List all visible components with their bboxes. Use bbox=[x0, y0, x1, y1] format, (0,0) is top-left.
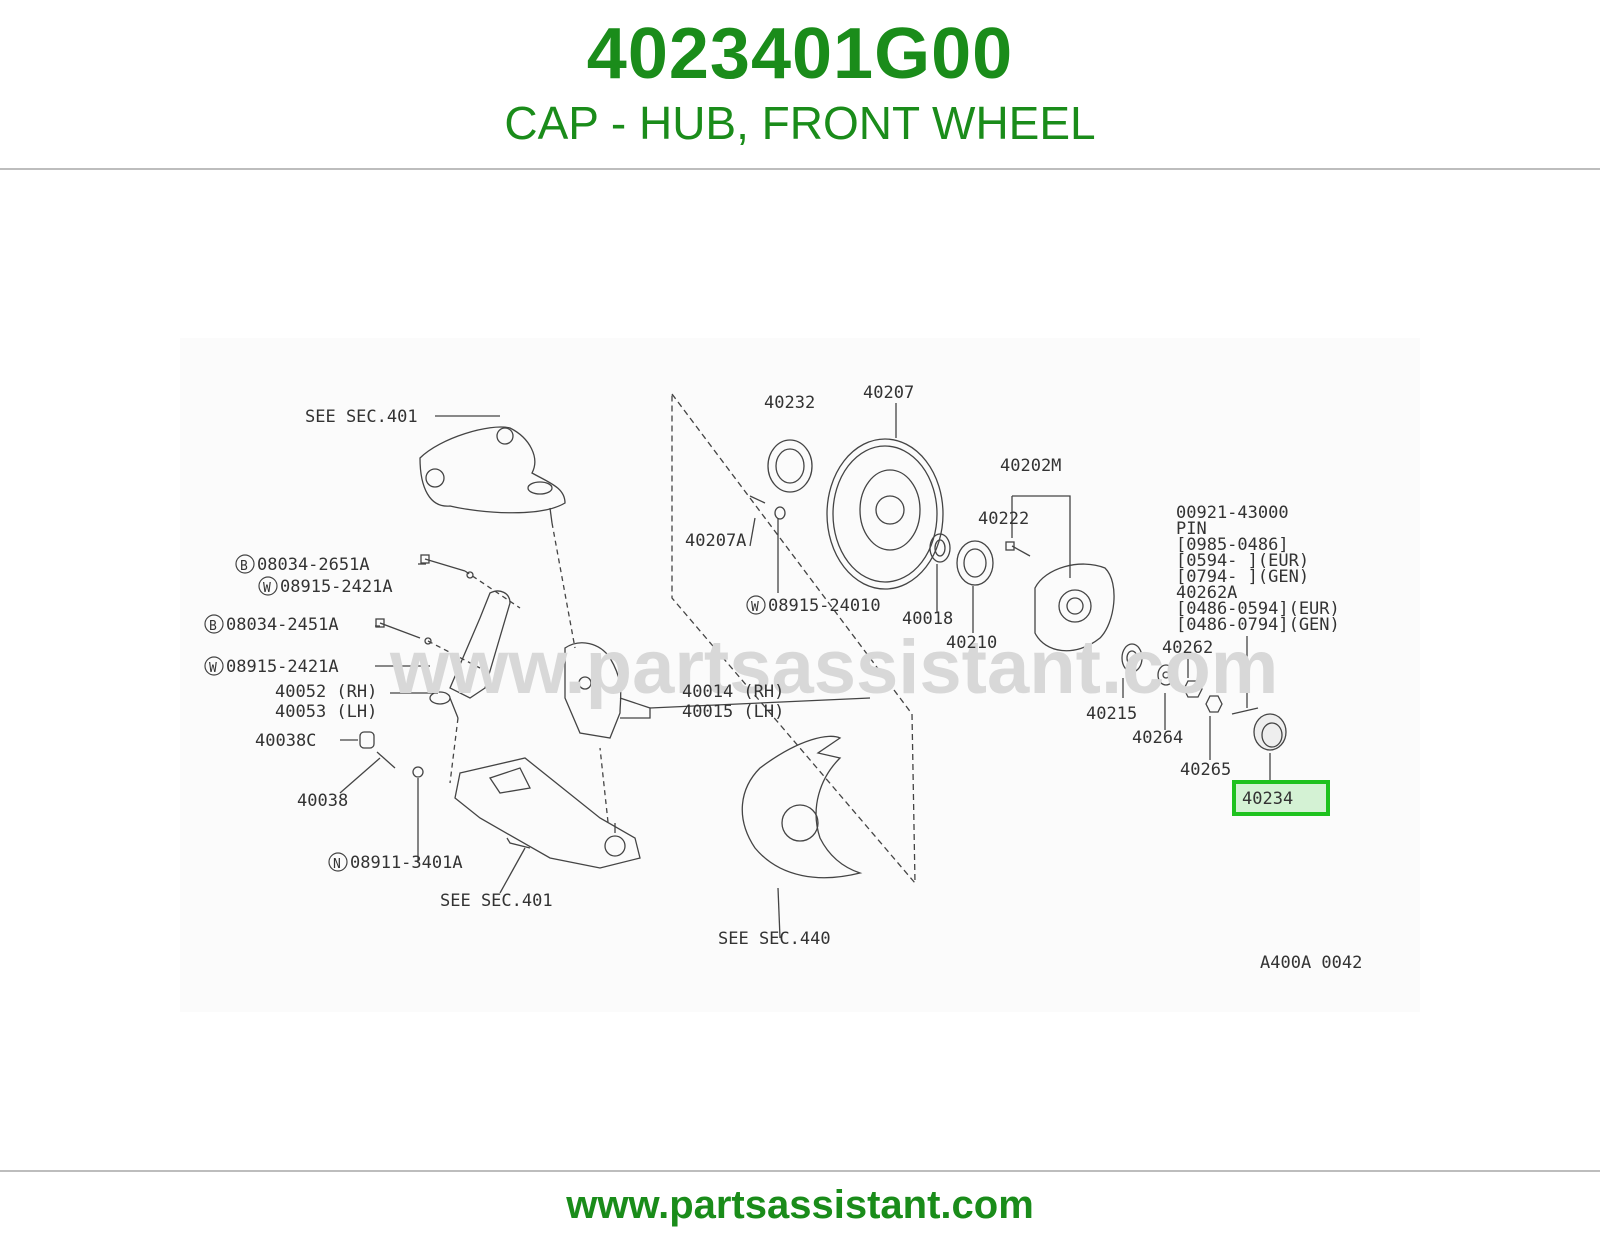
label-0794-gen: [0794- ](GEN) bbox=[1176, 567, 1309, 587]
label-08915-2421a-1: 08915-2421A bbox=[280, 577, 393, 597]
label-40202m: 40202M bbox=[1000, 456, 1061, 476]
bearing-40018 bbox=[929, 533, 951, 563]
brake-rotor-40207 bbox=[826, 438, 944, 590]
exploded-view-frame bbox=[671, 392, 916, 885]
label-40262a: 40262A bbox=[1176, 583, 1237, 603]
badge-b-1: B bbox=[235, 554, 255, 574]
steering-knuckle bbox=[564, 642, 622, 739]
svg-text:B: B bbox=[240, 559, 248, 574]
bolt-40038 bbox=[376, 751, 396, 769]
label-08915-2421a-2: 08915-2421A bbox=[226, 657, 339, 677]
label-40207a: 40207A bbox=[685, 531, 746, 551]
label-40262: 40262 bbox=[1162, 638, 1213, 658]
label-40015: 40015 (LH) bbox=[682, 702, 784, 722]
svg-text:W: W bbox=[209, 661, 217, 676]
label-see-sec-401-top: SEE SEC.401 bbox=[305, 407, 418, 427]
label-40014: 40014 (RH) bbox=[682, 682, 784, 702]
washer-40264 bbox=[1157, 664, 1175, 686]
highlight-box bbox=[1232, 780, 1330, 816]
label-40264: 40264 bbox=[1132, 728, 1183, 748]
label-40215: 40215 bbox=[1086, 704, 1137, 724]
diagram-code: A400A 0042 bbox=[1260, 953, 1362, 973]
label-40222: 40222 bbox=[978, 509, 1029, 529]
bearing-40215 bbox=[1121, 643, 1143, 673]
footer-url[interactable]: www.partsassistant.com bbox=[566, 1183, 1034, 1227]
label-0486-0794-gen: [0486-0794](GEN) bbox=[1176, 615, 1340, 635]
page-header: 4023401G00 CAP - HUB, FRONT WHEEL bbox=[0, 0, 1600, 168]
label-0985-0486: [0985-0486] bbox=[1176, 535, 1289, 555]
badge-w-1: W bbox=[258, 576, 278, 596]
label-08034-2651a: 08034-2651A bbox=[257, 555, 370, 575]
label-08911-3401a: 08911-3401A bbox=[350, 853, 463, 873]
lower-control-arm bbox=[454, 757, 641, 869]
wheel-hub-40202m bbox=[1034, 563, 1115, 652]
bushing-40038c bbox=[359, 731, 375, 749]
svg-text:N: N bbox=[333, 857, 341, 872]
svg-text:W: W bbox=[263, 581, 271, 596]
highlighted-part-callout[interactable]: 40234 bbox=[1232, 780, 1330, 816]
footer-divider bbox=[0, 1170, 1600, 1172]
header-divider bbox=[0, 168, 1600, 170]
wheel-stud-40222 bbox=[1011, 545, 1031, 557]
label-40018: 40018 bbox=[902, 609, 953, 629]
cotter-pin bbox=[1231, 707, 1259, 715]
watermark-text: www.partsassistant.com bbox=[389, 625, 1278, 710]
bolt-40207a bbox=[749, 495, 766, 504]
parts-diagram: www.partsassistant.com SEE SEC.401 08034… bbox=[180, 338, 1420, 1012]
svg-text:W: W bbox=[751, 600, 759, 615]
upper-control-arm bbox=[419, 426, 566, 514]
label-40234[interactable]: 40234 bbox=[1242, 789, 1293, 809]
label-40038: 40038 bbox=[297, 791, 348, 811]
label-40052: 40052 (RH) bbox=[275, 682, 377, 702]
bolt-08034-2651a bbox=[424, 558, 466, 572]
oil-seal-40232 bbox=[767, 439, 813, 493]
label-40038c: 40038C bbox=[255, 731, 316, 751]
hub-cap-40234 bbox=[1253, 713, 1287, 751]
label-0594-eur: [0594- ](EUR) bbox=[1176, 551, 1309, 571]
badge-w-3: W bbox=[746, 595, 766, 615]
dust-shield bbox=[741, 735, 863, 879]
label-pin: PIN bbox=[1176, 519, 1207, 539]
part-number-title: 4023401G00 bbox=[586, 14, 1014, 94]
bearing-40210 bbox=[956, 540, 994, 586]
label-08915-24010: 08915-24010 bbox=[768, 596, 881, 616]
svg-text:B: B bbox=[209, 619, 217, 634]
label-40232: 40232 bbox=[764, 393, 815, 413]
label-40053: 40053 (LH) bbox=[275, 702, 377, 722]
label-08034-2451a: 08034-2451A bbox=[226, 615, 339, 635]
badge-w-2: W bbox=[204, 656, 224, 676]
nut-lock-40265 bbox=[1205, 695, 1223, 713]
label-40207: 40207 bbox=[863, 383, 914, 403]
label-40210: 40210 bbox=[946, 633, 997, 653]
part-description: CAP - HUB, FRONT WHEEL bbox=[504, 97, 1096, 149]
label-see-sec-401-bottom: SEE SEC.401 bbox=[440, 891, 553, 911]
parts-diagram-svg: www.partsassistant.com SEE SEC.401 08034… bbox=[204, 383, 1362, 973]
label-00921-43000: 00921-43000 bbox=[1176, 503, 1289, 523]
label-0486-0594-eur: [0486-0594](EUR) bbox=[1176, 599, 1340, 619]
bolt-08034-2451a bbox=[379, 622, 421, 639]
nut-40262 bbox=[1183, 680, 1203, 698]
label-see-sec-440: SEE SEC.440 bbox=[718, 929, 831, 949]
badge-n: N bbox=[328, 852, 348, 872]
badge-b-2: B bbox=[204, 614, 224, 634]
label-40265: 40265 bbox=[1180, 760, 1231, 780]
